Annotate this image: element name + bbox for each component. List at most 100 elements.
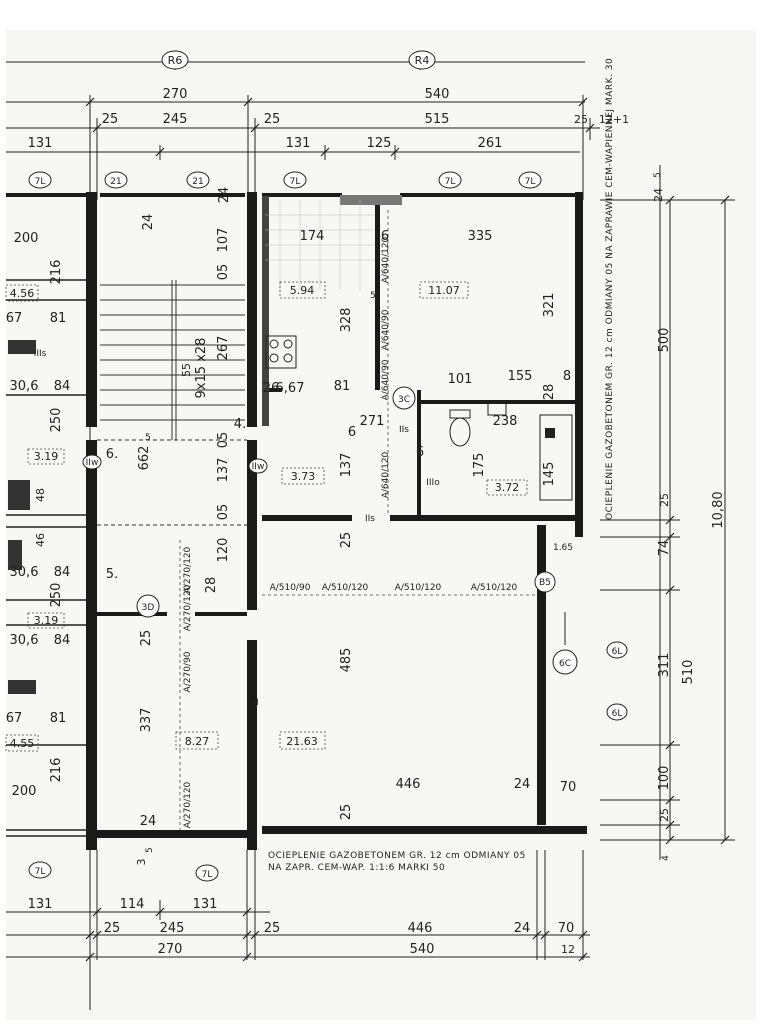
n-271: 271: [360, 414, 385, 429]
bottom-dimension-lines: [6, 850, 590, 960]
n-26: 26: [263, 381, 280, 396]
n-335: 335: [468, 229, 493, 244]
wall-bubble-9: [606, 641, 628, 659]
top-dim-ticks: [85, 97, 595, 157]
bottom-row2-0: 25: [104, 921, 121, 936]
right-seg7: 4: [661, 855, 671, 861]
opening-7: A/270/120: [183, 584, 193, 631]
opening-11: A/640/120: [381, 236, 391, 283]
n-216a: 216: [49, 260, 64, 285]
area-hall: 3.73: [291, 470, 316, 483]
insulation-note-right: OCIEPLENIE GAZOBETONEM GR. 12 cm ODMIANY…: [605, 58, 615, 520]
balcony-door-lines: [537, 600, 566, 760]
n-3-5: 3: [135, 859, 148, 866]
marker-room-5: 5.: [106, 567, 118, 582]
bottom-row1-2: 131: [193, 897, 218, 912]
n-662: 662: [137, 446, 152, 471]
n-84c: 84: [54, 633, 71, 648]
marker-ii: II: [253, 698, 258, 708]
door-bubble-2: [248, 458, 268, 474]
opening-8: A/270/120: [183, 781, 193, 828]
n-70: 70: [560, 780, 577, 795]
right-seg4: 311: [657, 653, 672, 678]
right-dim-ticks: [665, 195, 730, 845]
axis-label-left: R6: [168, 54, 183, 67]
top-row3-0: 131: [28, 136, 53, 151]
bottom-row2-3: 446: [408, 921, 433, 936]
right-seg6: 25: [658, 808, 671, 822]
area-kitchen: 5.94: [290, 284, 315, 297]
n-5sup: 5: [370, 291, 376, 301]
n-3-5sup: 5: [145, 847, 155, 853]
opening-12: A/640/120: [381, 451, 391, 498]
n-28: 28: [542, 384, 557, 401]
right-total: 10,80: [711, 491, 726, 528]
right-seg2: 25: [658, 493, 671, 507]
right-dimension-lines: [600, 165, 735, 860]
marker-room-4: 4.: [234, 417, 246, 432]
n-25a: 25: [339, 532, 354, 549]
door-bubble-1: [82, 454, 102, 470]
n-48: 48: [34, 488, 47, 502]
n-328: 328: [339, 308, 354, 333]
n-9x15: 9x15 x28: [194, 338, 209, 399]
opening-2: A/510/120: [322, 583, 369, 593]
n-6: 6: [381, 229, 389, 244]
area-left-2: 3.19: [34, 450, 59, 463]
n-05b: 05: [216, 264, 231, 281]
left-hatch-wall: [262, 196, 269, 426]
bottom-row2-2: 25: [264, 921, 281, 936]
n-05: 05: [216, 432, 231, 449]
n-446: 446: [396, 777, 421, 792]
n-5sup2: 5: [145, 433, 151, 443]
n-81b: 81: [50, 711, 67, 726]
area-room: 11.07: [428, 284, 460, 297]
right-seg5: 100: [657, 766, 672, 791]
wall-label-5: 7L: [445, 177, 456, 187]
marker-iiis: IIIs: [34, 349, 47, 359]
top-row2-5: 12+1: [599, 113, 629, 126]
n-6-67: 6,67: [276, 381, 305, 396]
n-46: 46: [34, 533, 47, 547]
area-left-1: 4.56: [10, 287, 35, 300]
top-row3-3: 261: [478, 136, 503, 151]
bottom-row2-1: 245: [160, 921, 185, 936]
bottom-row3-small: 12: [561, 943, 575, 956]
kitchen-tile-grid: [265, 200, 375, 290]
n-107: 107: [216, 228, 231, 253]
axis-bubble-left: [161, 50, 189, 70]
n-25b: 25: [339, 804, 354, 821]
n-30-6c: 30,6: [10, 633, 39, 648]
n-321: 321: [542, 293, 557, 318]
stove: [265, 335, 297, 369]
wall-label-10: 6L: [612, 709, 623, 719]
marker-3d: 3D: [142, 603, 155, 613]
bathtub-drain: [545, 428, 555, 438]
lintel-hatch: [340, 195, 402, 205]
right-seg1: 500: [657, 328, 672, 353]
bottom-row1-1: 114: [120, 897, 145, 912]
area-boxes: [5, 281, 528, 752]
n-6b: 6: [416, 445, 424, 460]
left-partial-walls: [6, 279, 86, 837]
wall-label-7: 7L: [35, 867, 46, 877]
marker-3c: 3C: [398, 395, 410, 405]
wall-label-1: 7L: [35, 177, 46, 187]
wall-label-2: 21: [110, 177, 121, 187]
n-28-5: 28: [204, 577, 219, 594]
bottom-dim-ticks: [85, 907, 588, 962]
detail-bubble-3c: [392, 386, 416, 410]
marker-iiio: IIIo: [426, 478, 440, 488]
top-total-right: 540: [425, 87, 450, 102]
n-137: 137: [339, 453, 354, 478]
marker-b5: B5: [539, 578, 551, 588]
bottom-row1-0: 131: [28, 897, 53, 912]
n-155: 155: [508, 369, 533, 384]
wall-label-8: 7L: [202, 870, 213, 880]
insulation-note-bottom-1: OCIEPLENIE GAZOBETONEM GR. 12 cm ODMIANY…: [268, 851, 526, 861]
n-175: 175: [472, 453, 487, 478]
axis-bubble-right: [408, 50, 436, 70]
bottom-row2-4: 24: [514, 921, 531, 936]
bathtub: [539, 414, 573, 501]
n-6c: 6: [348, 425, 356, 440]
